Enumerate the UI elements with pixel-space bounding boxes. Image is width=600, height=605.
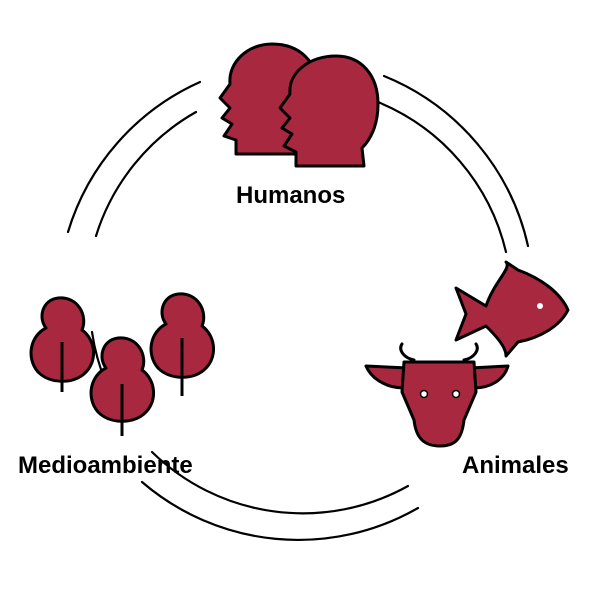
cow-horn-right-icon [462,342,479,362]
head-front-icon [278,54,380,168]
tree-right-icon [149,292,215,396]
tree-left-icon [29,296,95,392]
inner-arc-top-right [376,100,508,254]
fish-icon [454,260,570,358]
cow-head-icon [364,342,510,448]
inner-arc-top-left [94,110,198,238]
outer-arc-top-right [382,74,530,248]
cow-face-icon [400,360,478,448]
outer-arc-bottom [140,480,420,542]
label-humans: Humanos [236,182,346,209]
cow-eye-left-icon [419,389,429,399]
outer-arc-top-left [66,80,202,234]
inner-arc-bottom [150,450,410,515]
human-heads-icon [218,42,380,168]
trees-icon [29,292,215,436]
cow-eye-right-icon [451,389,461,399]
tree-center-icon [89,336,155,436]
label-environment: Medioambiente [18,452,193,479]
label-animals: Animales [462,452,569,479]
cow-horn-left-icon [399,342,416,362]
fish-eye-icon [537,303,543,309]
cycle-rings [66,74,530,542]
